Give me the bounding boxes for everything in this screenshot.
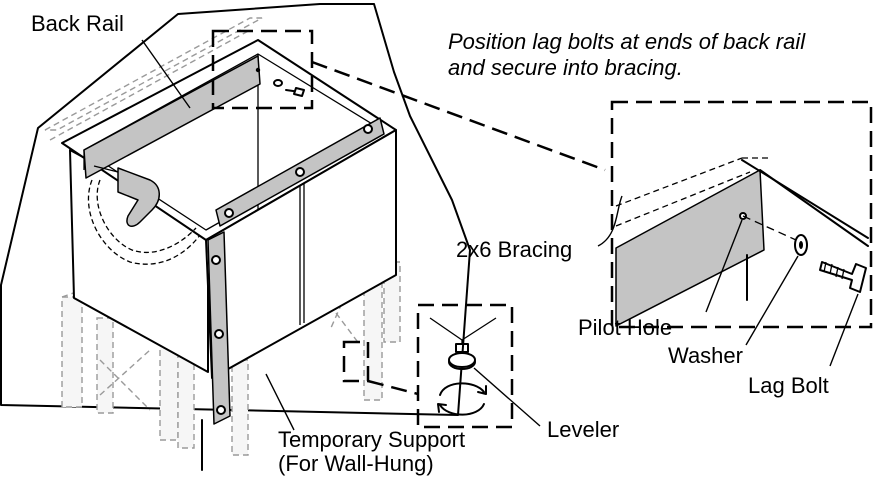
bracing-label: 2x6 Bracing [456,237,572,262]
lag-bolt-leader [829,293,859,367]
back-rail [83,55,261,179]
cabinet-front [205,129,397,379]
instruction-line-2: and secure into bracing. [448,55,683,80]
bracing-leader [597,195,623,247]
wall-outline [0,3,471,416]
leveler-leader [473,367,541,427]
leveler-icon [429,317,497,416]
pilot-hole-leader [705,219,743,313]
instruction-line-1: Position lag bolts at ends of back rail [448,29,806,54]
back-rail-leader [141,39,191,109]
small-lag-bolt-icon [273,79,305,97]
zoom-detail-box [610,100,873,329]
drill-illustration [87,165,201,265]
leveler-callout-box [342,340,370,383]
pilot-hole-label: Pilot Hole [578,315,672,340]
leveler-detail-box [416,303,514,429]
washer-label: Washer [668,343,743,368]
support-leader [265,373,295,431]
top-callout-box [211,29,314,110]
washer-leader [745,255,799,346]
front-vertical-rail [207,231,231,425]
leveler-label: Leveler [547,417,619,442]
wall-bracing-dashed [44,17,263,141]
temporary-support-label: Temporary Support [278,427,465,452]
for-wall-hung-label: (For Wall-Hung) [278,451,434,476]
back-rail-label: Back Rail [31,11,124,36]
lag-bolt-label: Lag Bolt [748,373,829,398]
zoom-detail-content [615,157,869,327]
